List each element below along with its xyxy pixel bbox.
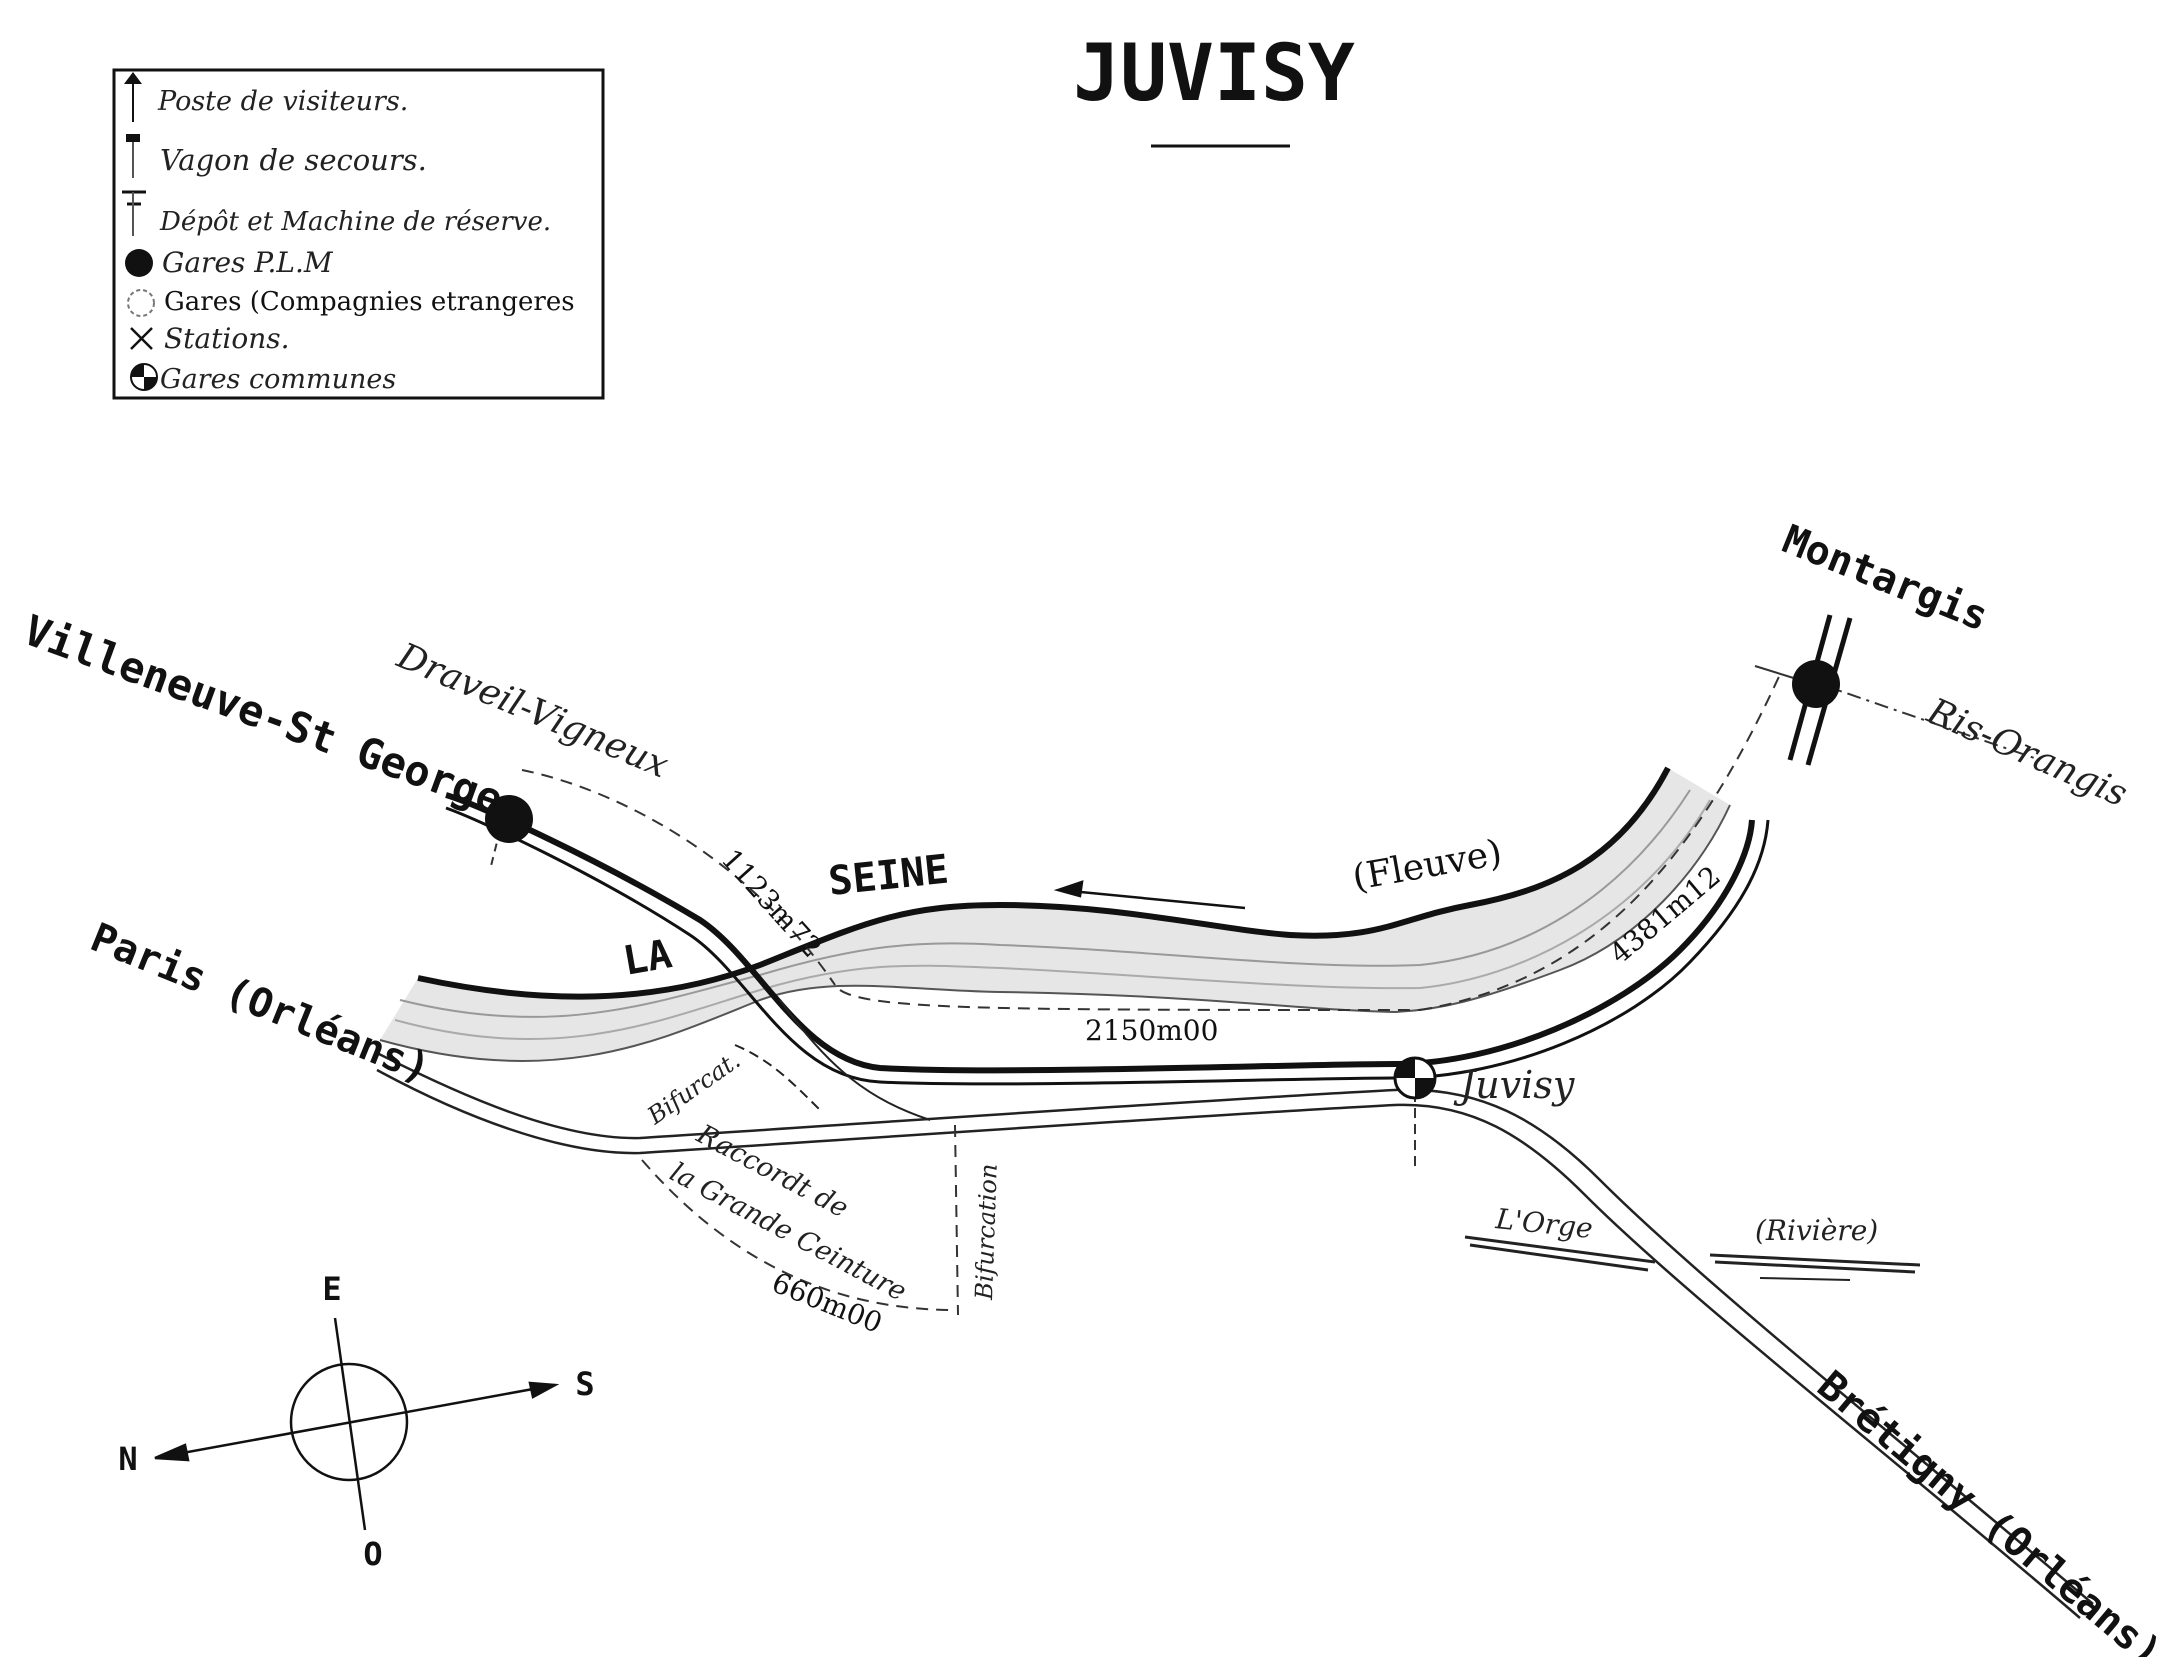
label-juvisy: Juvisy — [1453, 1063, 1575, 1107]
label-orge: L'Orge — [1493, 1202, 1594, 1245]
map-title: JUVISY — [1073, 29, 1355, 119]
orleans-line — [376, 999, 2094, 1619]
label-paris: Paris (Orléans) — [84, 915, 436, 1093]
compass-s: S — [575, 1365, 594, 1403]
label-riviere: (Rivière) — [1755, 1214, 1878, 1247]
legend-label: Gares (Compagnies etrangeres — [164, 287, 575, 317]
filled-circle-icon — [125, 249, 153, 277]
villeneuve-station-icon[interactable] — [485, 795, 533, 843]
compass-e: E — [322, 1270, 341, 1308]
seine-flow-arrow — [1053, 880, 1246, 910]
montargis-station-icon[interactable] — [1792, 660, 1840, 708]
legend-label: Vagon de secours. — [160, 143, 427, 177]
orge-river — [1464, 1235, 1921, 1281]
seine-river — [379, 766, 1731, 1062]
label-bifurcation-1: Bifurcat. — [642, 1046, 746, 1130]
legend-label: Gares P.L.M — [162, 246, 334, 279]
plm-main-line — [445, 792, 1770, 1086]
legend-label: Stations. — [164, 322, 290, 355]
label-ris-orangis: Ris-Orangis — [1920, 690, 2133, 815]
label-villeneuve: Villeneuve-St Georges — [18, 605, 534, 833]
juvisy-station-icon[interactable] — [1393, 1056, 1437, 1100]
label-bifurcation-2: Bifurcation — [970, 1163, 1003, 1301]
open-circle-icon — [127, 289, 155, 317]
compass-o: O — [363, 1535, 382, 1573]
label-seine: SEINE — [826, 847, 951, 905]
distance-2150: 2150m00 — [1085, 1014, 1218, 1047]
legend-label: Gares communes — [160, 364, 396, 395]
label-la: LA — [620, 931, 675, 985]
legend-label: Poste de visiteurs. — [157, 86, 408, 117]
compass-rose — [154, 1317, 560, 1531]
legend-label: Dépôt et Machine de réserve. — [159, 207, 551, 237]
label-fleuve: (Fleuve) — [1349, 832, 1505, 899]
label-bretigny: Brétigny (Orléans) — [1809, 1362, 2171, 1657]
poste-visiteurs-icon — [124, 72, 142, 122]
cross-icon — [130, 327, 153, 350]
legend: Poste de visiteurs. Vagon de secours. Dé… — [112, 68, 605, 400]
dimension-lines — [521, 669, 1783, 1316]
compass-n: N — [118, 1440, 137, 1478]
vagon-secours-icon — [126, 134, 140, 178]
label-montargis: Montargis — [1776, 517, 1994, 641]
quartered-circle-icon — [130, 363, 158, 391]
depot-machine-icon — [122, 190, 146, 236]
